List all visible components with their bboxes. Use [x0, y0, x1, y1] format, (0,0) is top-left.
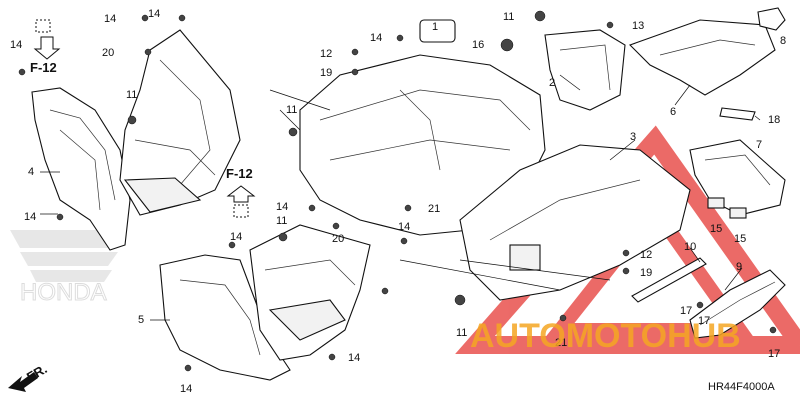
callout: 5: [138, 314, 144, 326]
frame-ref-2: F-12: [226, 166, 256, 218]
callout: 1: [432, 21, 438, 33]
callout: 14: [348, 352, 360, 364]
part-10-strip: [631, 257, 707, 303]
part-1-cap: [419, 19, 456, 43]
callout: 12: [640, 249, 652, 261]
callout: 8: [780, 35, 786, 47]
honda-watermark: HONDA: [10, 230, 120, 307]
callout: 19: [640, 267, 652, 279]
part-4-left-fender: [31, 87, 131, 251]
fasteners: [18, 10, 777, 372]
callout: 15: [734, 233, 746, 245]
callout: 19: [320, 67, 332, 79]
callout: 14: [104, 13, 116, 25]
reflector-plate: [509, 244, 541, 271]
frame-ref-1: F-12: [30, 19, 61, 75]
callout: 14: [180, 383, 192, 395]
direction-arrow: FR.: [8, 361, 50, 392]
callout: 14: [276, 201, 288, 213]
callouts: 14 14 14 14 20 11 4 14 5 14 14 14 11 20 …: [10, 8, 786, 395]
frame-ref-label: F-12: [30, 60, 57, 75]
automotohub-logo: AUTOMOTOHUB: [470, 317, 741, 355]
part-18-strap: [719, 107, 756, 121]
callout: 13: [632, 20, 644, 32]
callout: 10: [684, 241, 696, 253]
callout: 20: [332, 233, 344, 245]
callout: 3: [630, 131, 636, 143]
callout: 11: [456, 327, 467, 339]
callout: 21: [555, 337, 567, 349]
part-center-floor: [119, 29, 241, 216]
callout: 12: [320, 48, 332, 60]
callout: 20: [102, 47, 114, 59]
part-step-panel: [249, 224, 371, 361]
callout: 7: [756, 139, 762, 151]
callout: 14: [10, 39, 22, 51]
watermark-text: AUTOMOTOHUB: [470, 317, 741, 355]
callout: 11: [276, 215, 287, 227]
callout: 11: [286, 104, 297, 116]
frame-ref-label: F-12: [226, 166, 253, 181]
callout: 15: [710, 223, 722, 235]
callout: 21: [428, 203, 440, 215]
part-6-top-cover: [628, 19, 776, 96]
callout: 6: [670, 106, 676, 118]
callout: 11: [126, 89, 137, 101]
part-15-pads: [707, 197, 747, 219]
callout: 17: [680, 305, 692, 317]
honda-wing-stripe: [10, 230, 120, 248]
part-5-floor-panel: [159, 254, 291, 381]
part-rear-fender-box: [299, 19, 546, 236]
callout: 2: [549, 77, 555, 89]
front-arrow-icon: [8, 372, 38, 392]
callout: 14: [370, 32, 382, 44]
callout: 14: [230, 231, 242, 243]
honda-text: HONDA: [20, 279, 107, 306]
callout: 9: [736, 261, 742, 273]
leader-lines: [40, 74, 761, 321]
callout: 16: [472, 39, 484, 51]
callout: 17: [768, 348, 780, 360]
callout: 4: [28, 166, 34, 178]
diagram-code: HR44F4000A: [708, 381, 775, 393]
part-3-rear-fender: [459, 144, 691, 301]
callout: 17: [698, 315, 710, 327]
part-2-bracket: [544, 29, 626, 111]
callout: 14: [148, 8, 160, 20]
part-7-side-box: [689, 139, 786, 216]
part-8-clip: [757, 7, 786, 31]
part-9-skid: [689, 269, 786, 339]
callout: 18: [768, 114, 780, 126]
callout: 14: [24, 211, 36, 223]
callout: 14: [398, 221, 410, 233]
callout: 11: [503, 11, 514, 23]
